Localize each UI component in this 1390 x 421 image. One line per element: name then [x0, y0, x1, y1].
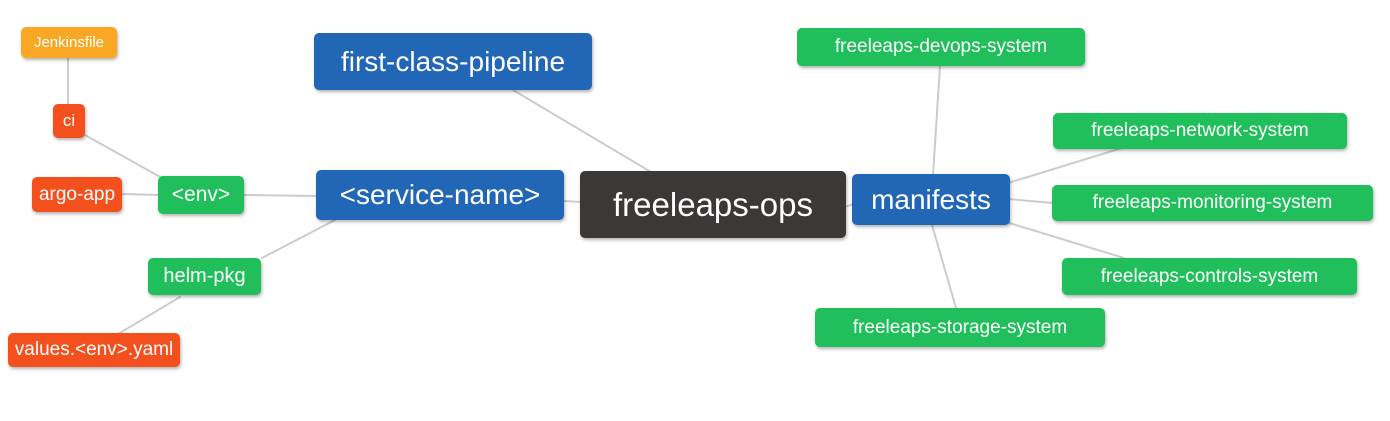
node-freeleaps-ops-root[interactable]: freeleaps-ops: [580, 171, 846, 238]
node-jenkinsfile[interactable]: Jenkinsfile: [21, 27, 117, 58]
connector-ci-env: [84, 134, 163, 179]
connector-values-helm-pkg: [117, 296, 181, 335]
node-first-class-pipeline[interactable]: first-class-pipeline: [314, 33, 592, 90]
node-freeleaps-network-system[interactable]: freeleaps-network-system: [1053, 113, 1347, 149]
node-freeleaps-storage-system[interactable]: freeleaps-storage-system: [815, 308, 1105, 347]
node-freeleaps-monitoring-system[interactable]: freeleaps-monitoring-system: [1052, 185, 1373, 221]
node-ci[interactable]: ci: [53, 104, 85, 138]
connector-manifests-network: [1007, 147, 1123, 184]
connector-manifests-monitoring: [1007, 198, 1054, 204]
node-freeleaps-devops-system[interactable]: freeleaps-devops-system: [797, 28, 1085, 66]
node-values-env-yaml[interactable]: values.<env>.yaml: [8, 333, 180, 367]
connector-helm-pkg-service-name: [261, 219, 336, 259]
connector-pipeline-root: [512, 89, 652, 173]
node-freeleaps-controls-system[interactable]: freeleaps-controls-system: [1062, 258, 1357, 295]
connector-argo-app-env: [121, 193, 159, 196]
node-argo-app[interactable]: argo-app: [32, 177, 122, 212]
node-helm-pkg[interactable]: helm-pkg: [148, 258, 261, 295]
connector-manifests-devops: [932, 65, 941, 176]
node-env[interactable]: <env>: [158, 176, 244, 214]
connector-manifests-storage: [931, 224, 957, 309]
connector-manifests-controls: [1005, 221, 1125, 259]
node-manifests[interactable]: manifests: [852, 174, 1010, 225]
connector-env-service-name: [243, 194, 317, 197]
connector-service-name-root: [563, 200, 582, 203]
node-service-name[interactable]: <service-name>: [316, 170, 564, 220]
connector-root-manifests: [844, 203, 854, 208]
